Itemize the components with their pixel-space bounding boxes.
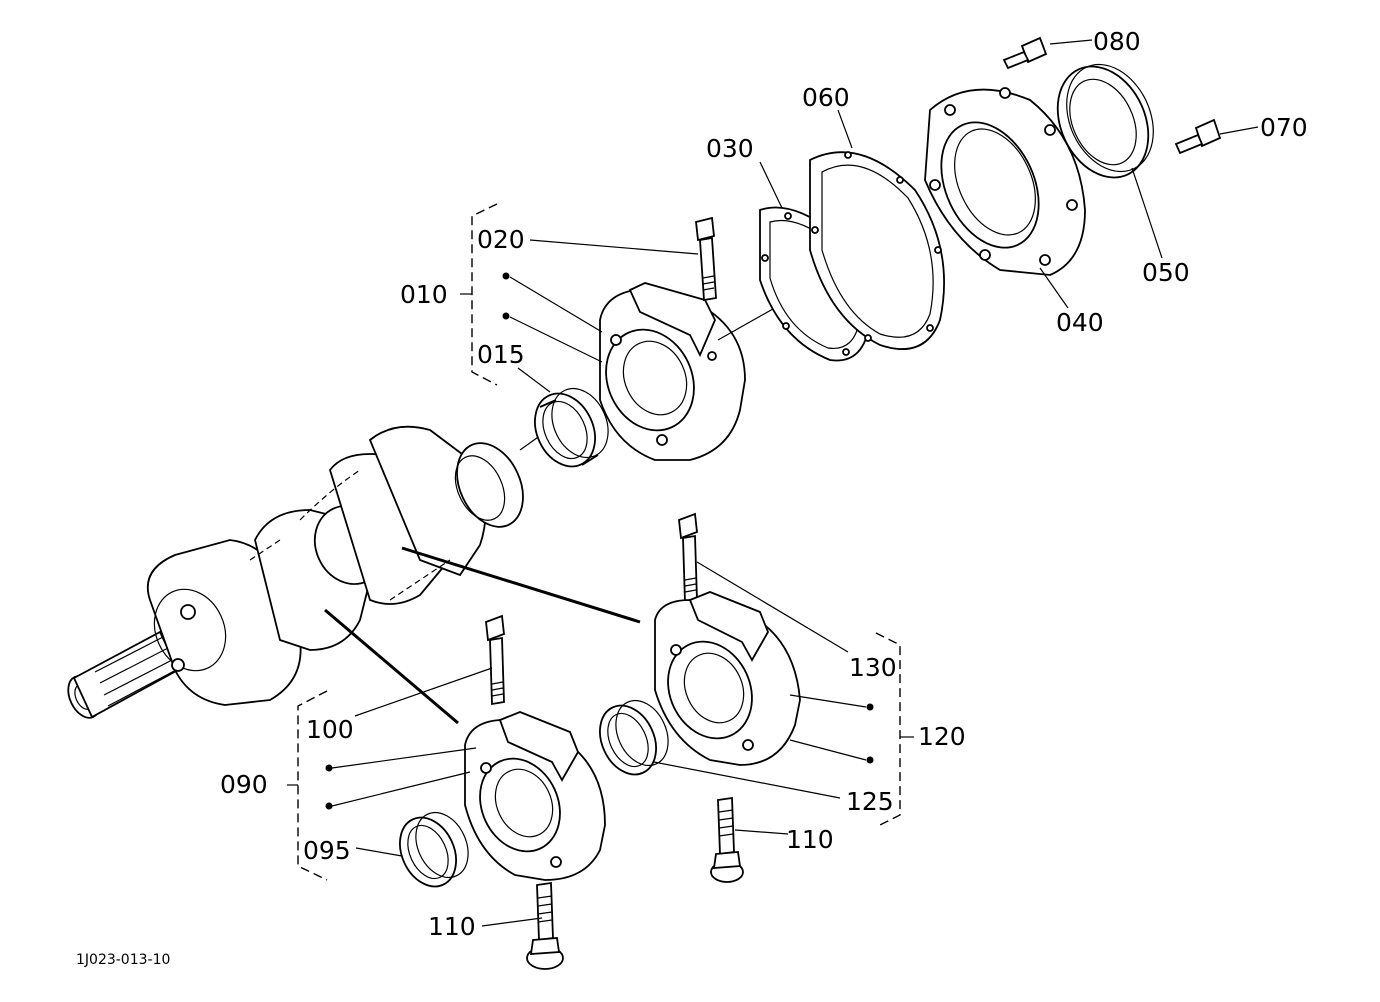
bolt-130: [678, 512, 698, 604]
bearing-case-120: [654, 591, 801, 766]
bearing-case-090: [464, 711, 606, 881]
label-130: 130: [849, 653, 897, 682]
bearing-case-010: [599, 282, 746, 461]
reference-code: 1J023-013-10: [76, 952, 170, 968]
bolt-100: [485, 614, 505, 706]
bolt-070: [1174, 118, 1222, 155]
bullet-dot: [502, 312, 510, 320]
crankshaft: [67, 425, 524, 719]
leader-lines: [331, 39, 1259, 927]
bullet-dot: [325, 802, 333, 810]
label-080: 080: [1093, 27, 1141, 56]
label-095: 095: [303, 836, 351, 865]
crankshaft-leader-1: [401, 546, 641, 624]
bushing-015: [534, 387, 609, 468]
label-010: 010: [400, 280, 448, 309]
bullet-dot: [325, 764, 333, 772]
label-020: 020: [477, 225, 525, 254]
label-060: 060: [802, 83, 850, 112]
oil-seal-050: [1056, 63, 1154, 179]
rear-cover-040: [924, 87, 1086, 276]
label-110-left: 110: [428, 912, 476, 941]
bullet-dot: [502, 272, 510, 280]
bolt-110-left: [526, 881, 564, 970]
label-040: 040: [1056, 308, 1104, 337]
label-110-right: 110: [786, 825, 834, 854]
bullet-dot: [866, 756, 874, 764]
label-125: 125: [846, 787, 894, 816]
bushing-095: [399, 811, 469, 888]
bullet-dot: [866, 703, 874, 711]
label-030: 030: [706, 134, 754, 163]
gasket-060: [809, 151, 945, 350]
label-120: 120: [918, 722, 966, 751]
bushing-125: [599, 699, 669, 776]
label-100: 100: [306, 715, 354, 744]
bolt-080: [1002, 36, 1048, 70]
bracket-090: [297, 690, 328, 881]
bracket-120: [875, 632, 901, 828]
bolt-110-right: [710, 796, 744, 883]
upper-axis-line-1: [717, 304, 781, 341]
label-070: 070: [1260, 113, 1308, 142]
crankshaft-leader-2: [324, 608, 459, 725]
label-090: 090: [220, 770, 268, 799]
label-015: 015: [477, 340, 525, 369]
label-050: 050: [1142, 258, 1190, 287]
bolt-020: [695, 216, 717, 302]
